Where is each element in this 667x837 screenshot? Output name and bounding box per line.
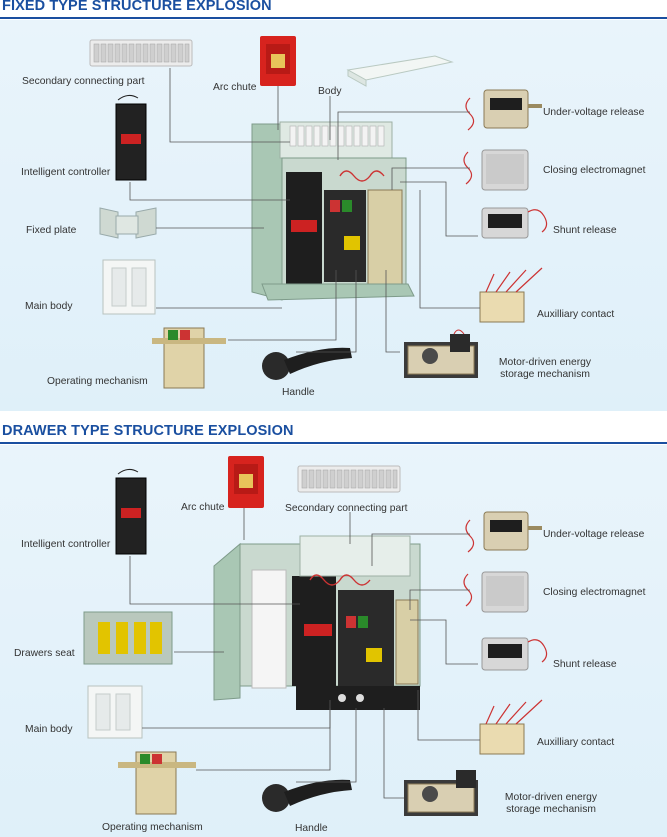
fixed-leader-lines xyxy=(129,68,480,353)
fixed-intelligent-controller-image xyxy=(115,94,147,181)
drawer-title-rule xyxy=(0,442,667,444)
fixed-under-voltage-release-image xyxy=(465,89,542,131)
fixed-label-handle: Handle xyxy=(282,387,315,398)
fixed-label-main-body: Main body xyxy=(25,301,73,312)
drawer-section-title: DRAWER TYPE STRUCTURE EXPLOSION xyxy=(2,423,294,439)
fixed-label-fixed-plate: Fixed plate xyxy=(26,225,77,236)
drawer-label-handle: Handle xyxy=(295,823,328,834)
drawer-shunt-release-image xyxy=(481,637,548,671)
drawer-auxiliary-contact-image xyxy=(479,699,543,755)
fixed-label-motor-driven-line1: Motor-driven energy xyxy=(498,357,592,368)
fixed-title-rule xyxy=(0,17,667,19)
fixed-section-title: FIXED TYPE STRUCTURE EXPLOSION xyxy=(2,0,272,14)
drawer-label-intelligent-controller: Intelligent controller xyxy=(21,539,111,550)
fixed-body-cover-image xyxy=(346,55,454,87)
fixed-shunt-release-image xyxy=(481,207,548,239)
fixed-label-body: Body xyxy=(318,86,342,97)
drawer-label-auxiliary-contact: Auxilliary contact xyxy=(537,737,615,748)
drawer-label-main-body: Main body xyxy=(25,724,73,735)
fixed-label-under-voltage-release: Under-voltage release xyxy=(543,107,645,118)
drawer-intelligent-controller-image xyxy=(115,468,147,555)
fixed-secondary-connecting-part-image xyxy=(89,39,193,67)
drawer-label-under-voltage-release: Under-voltage release xyxy=(543,529,645,540)
drawer-label-drawers-seat: Drawers seat xyxy=(14,648,75,659)
fixed-operating-mechanism-image xyxy=(152,327,226,389)
drawer-label-motor-driven-mechanism: Motor-driven energy storage mechanism xyxy=(503,792,599,816)
drawer-arc-chute-image xyxy=(228,456,264,508)
drawer-secondary-connecting-part-image xyxy=(297,465,401,493)
drawer-label-operating-mechanism: Operating mechanism xyxy=(102,822,203,833)
fixed-auxiliary-contact-image xyxy=(479,267,543,323)
drawer-operating-mechanism-image xyxy=(118,751,196,815)
fixed-label-motor-driven-line2: storage mechanism xyxy=(500,369,590,380)
fixed-motor-driven-mechanism-image xyxy=(404,329,478,378)
fixed-label-arc-chute: Arc chute xyxy=(213,82,257,93)
fixed-handle-image xyxy=(262,347,352,380)
fixed-label-auxiliary-contact: Auxilliary contact xyxy=(537,309,615,320)
fixed-plate-image xyxy=(99,207,157,239)
drawer-breaker-assembly-image xyxy=(213,535,421,710)
drawer-label-shunt-release: Shunt release xyxy=(553,659,617,670)
drawer-label-motor-driven-line1: Motor-driven energy xyxy=(504,792,598,803)
fixed-arc-chute-image xyxy=(260,36,296,86)
drawer-under-voltage-release-image xyxy=(465,511,542,553)
fixed-main-body-image xyxy=(102,259,156,315)
drawer-closing-electromagnet-image xyxy=(463,571,529,613)
drawer-handle-image xyxy=(262,779,352,812)
fixed-label-shunt-release: Shunt release xyxy=(553,225,617,236)
fixed-label-intelligent-controller: Intelligent controller xyxy=(21,167,111,178)
fixed-label-secondary-connecting-part: Secondary connecting part xyxy=(22,76,145,87)
drawer-motor-driven-mechanism-image xyxy=(404,770,478,816)
drawer-label-closing-electromagnet: Closing electromagnet xyxy=(543,587,646,598)
drawer-label-secondary-connecting-part: Secondary connecting part xyxy=(285,503,408,514)
drawer-leader-lines xyxy=(129,508,480,799)
drawer-seat-image xyxy=(83,611,173,665)
fixed-label-operating-mechanism: Operating mechanism xyxy=(47,376,148,387)
drawer-main-body-image xyxy=(87,685,143,739)
drawer-label-motor-driven-line2: storage mechanism xyxy=(506,804,596,815)
fixed-label-closing-electromagnet: Closing electromagnet xyxy=(543,165,646,176)
fixed-closing-electromagnet-image xyxy=(463,149,529,191)
drawer-label-arc-chute: Arc chute xyxy=(181,502,225,513)
fixed-breaker-assembly-image xyxy=(251,121,415,301)
fixed-label-motor-driven-mechanism: Motor-driven energy storage mechanism xyxy=(497,357,593,381)
